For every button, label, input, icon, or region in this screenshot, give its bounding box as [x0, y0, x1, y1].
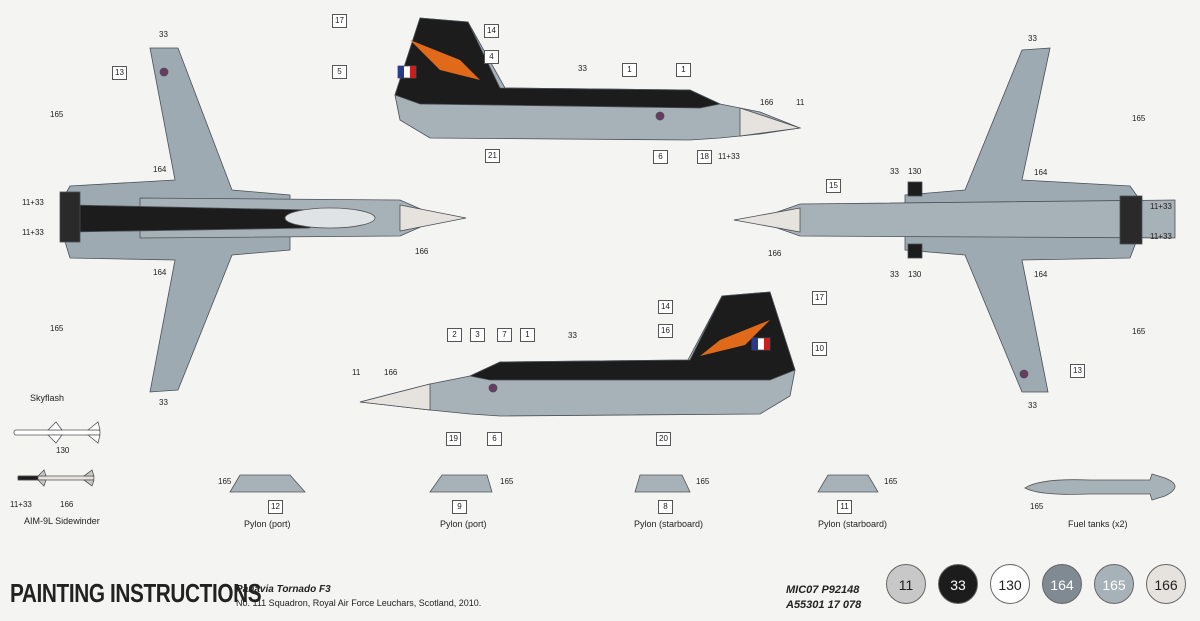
label-165: 165: [500, 477, 514, 486]
callout-box-19: 19: [446, 432, 461, 446]
callout-box-10: 10: [812, 342, 827, 356]
label-165: 165: [1132, 327, 1146, 336]
color-swatch-11: 11: [886, 564, 926, 604]
callout-box-17: 17: [332, 14, 347, 28]
callout-box-6: 6: [487, 432, 502, 446]
callout-box-13: 13: [112, 66, 127, 80]
label-165: 165: [50, 324, 64, 333]
pylon-caption: Pylon (starboard): [634, 519, 704, 529]
label-165: 165: [884, 477, 898, 486]
product-code-2: A55301 17 078: [786, 599, 862, 611]
label-33: 33: [159, 30, 168, 39]
bottom-view-aircraft: [733, 47, 1176, 393]
label-166: 166: [60, 500, 74, 509]
label-165: 165: [1030, 502, 1044, 511]
label-11-33: 11+33: [1150, 232, 1172, 241]
callout-box-13: 13: [1070, 364, 1085, 378]
pylon-caption: Pylon (starboard): [818, 519, 888, 529]
callout-box-21: 21: [485, 149, 500, 163]
label-166: 166: [768, 249, 782, 258]
callout-box-11: 11: [837, 500, 852, 514]
top-view-aircraft: [59, 47, 467, 393]
label-33: 33: [890, 167, 899, 176]
sidewinder-missile: [17, 469, 95, 487]
callout-box-2: 2: [447, 328, 462, 342]
label-11-33: 11+33: [22, 198, 44, 207]
color-swatch-130: 130: [990, 564, 1030, 604]
label-11-33: 11+33: [1150, 202, 1172, 211]
page-title: PAINTING INSTRUCTIONS: [10, 578, 262, 608]
label-164: 164: [1034, 270, 1048, 279]
callout-box-15: 15: [826, 179, 841, 193]
label-11-33: 11+33: [22, 228, 44, 237]
callout-box-8: 8: [658, 500, 673, 514]
callout-box-12: 12: [268, 500, 283, 514]
fuel-tank-shape: [1024, 473, 1176, 501]
callout-box-1: 1: [520, 328, 535, 342]
label-11: 11: [352, 368, 361, 377]
product-code-1: MIC07 P92148: [786, 584, 860, 596]
label-11-33: 11+33: [718, 152, 740, 161]
callout-box-17: 17: [812, 291, 827, 305]
pylon-shapes: [229, 474, 879, 493]
pylon-caption: Pylon (port): [244, 519, 291, 529]
label-33: 33: [578, 64, 587, 73]
label-130: 130: [908, 270, 922, 279]
aircraft-name: Panavia Tornado F3: [236, 584, 331, 595]
label-165: 165: [218, 477, 232, 486]
callout-box-20: 20: [656, 432, 671, 446]
label-11: 11: [796, 98, 805, 107]
label-164: 164: [153, 165, 167, 174]
callout-box-5: 5: [332, 65, 347, 79]
label-165: 165: [50, 110, 64, 119]
callout-box-9: 9: [452, 500, 467, 514]
unit-description: No. 111 Squadron, Royal Air Force Leucha…: [236, 598, 482, 608]
callout-box-14: 14: [484, 24, 499, 38]
sidewinder-caption: AIM-9L Sidewinder: [24, 516, 100, 526]
side-port-aircraft: [394, 17, 802, 141]
callout-box-14: 14: [658, 300, 673, 314]
label-33: 33: [1028, 34, 1037, 43]
callout-box-4: 4: [484, 50, 499, 64]
callout-box-16: 16: [658, 324, 673, 338]
label-166: 166: [415, 247, 429, 256]
color-swatch-164: 164: [1042, 564, 1082, 604]
callout-box-7: 7: [497, 328, 512, 342]
label-164: 164: [153, 268, 167, 277]
label-11-33: 11+33: [10, 500, 32, 509]
label-33: 33: [890, 270, 899, 279]
side-starboard-aircraft: [359, 291, 796, 417]
label-33: 33: [159, 398, 168, 407]
label-166: 166: [384, 368, 398, 377]
label-33: 33: [568, 331, 577, 340]
color-swatch-165: 165: [1094, 564, 1134, 604]
label-164: 164: [1034, 168, 1048, 177]
skyflash-caption: Skyflash: [30, 393, 65, 403]
callout-box-6: 6: [653, 150, 668, 164]
fuel-tank-caption: Fuel tanks (x2): [1068, 519, 1128, 529]
callout-box-1: 1: [676, 63, 691, 77]
pylon-caption: Pylon (port): [440, 519, 487, 529]
label-166: 166: [760, 98, 774, 107]
color-swatch-166: 166: [1146, 564, 1186, 604]
color-swatch-33: 33: [938, 564, 978, 604]
label-130: 130: [56, 446, 70, 455]
skyflash-missile: [13, 421, 101, 444]
callout-box-1: 1: [622, 63, 637, 77]
label-130: 130: [908, 167, 922, 176]
label-165: 165: [696, 477, 710, 486]
label-33: 33: [1028, 401, 1037, 410]
callout-box-3: 3: [470, 328, 485, 342]
callout-box-18: 18: [697, 150, 712, 164]
label-165: 165: [1132, 114, 1146, 123]
